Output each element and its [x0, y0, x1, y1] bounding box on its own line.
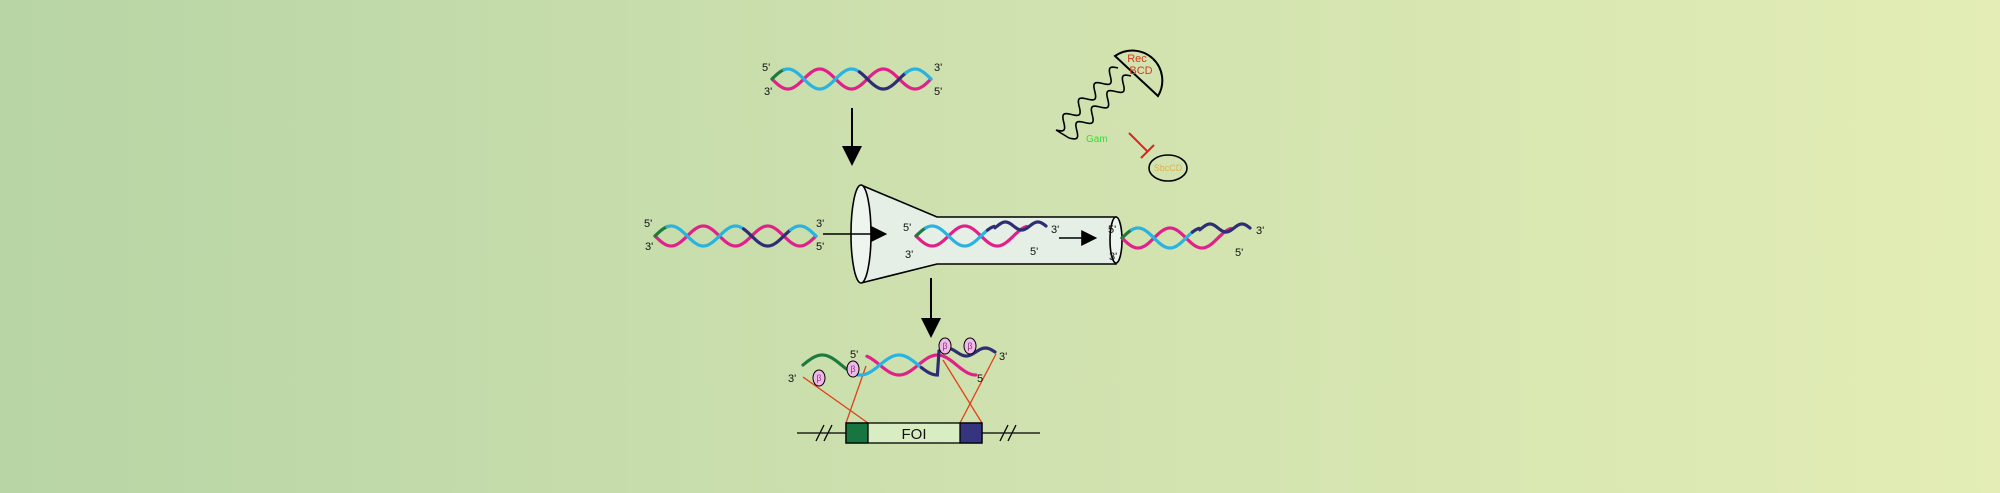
dna-strand [1120, 228, 1134, 240]
gam-tentacles [1055, 66, 1132, 140]
label-3prime: 3' [788, 373, 796, 385]
recbcd-gam-complex: Rec BCD Gam SbcCD [1055, 49, 1188, 182]
dna-strand [904, 67, 933, 81]
dsdna-left [653, 224, 818, 248]
label-5prime: 5' [934, 86, 942, 98]
dna-strand [788, 224, 818, 238]
beta-proteins: β β β β [812, 337, 977, 387]
dna-strand [770, 68, 786, 81]
beta-protein-icon [963, 337, 977, 355]
exonuclease-funnel [850, 184, 1123, 284]
label-3prime: 3' [764, 86, 772, 98]
label-5prime: 5' [1030, 246, 1038, 258]
beta-label: β [967, 341, 972, 351]
crossover-lines [802, 353, 997, 424]
dna-strand [653, 224, 818, 248]
dsdna-top [770, 67, 933, 91]
recbcd-label-1: Rec [1127, 53, 1147, 65]
label-5prime: 5' [903, 222, 911, 234]
label-5prime: 5' [1108, 224, 1116, 236]
recbcd-label-2: BCD [1129, 65, 1152, 77]
inhibition-icon [1128, 132, 1155, 159]
right-homology-arm [959, 422, 983, 444]
dna-strand [653, 225, 669, 238]
dna-strand [1130, 226, 1194, 250]
beta-protein-icon [846, 360, 860, 378]
beta-protein-icon [938, 337, 952, 355]
dna-strand [857, 70, 908, 91]
dna-strand [741, 227, 793, 248]
label-3prime: 3' [999, 351, 1007, 363]
label-5prime: 5 [977, 373, 983, 385]
dna-strand [985, 220, 1048, 232]
sbccd-ellipse [1148, 154, 1188, 182]
dna-strand [914, 224, 1029, 248]
label-3prime: 3' [816, 218, 824, 230]
dna-strand [665, 224, 746, 248]
dna-strand [1120, 226, 1233, 250]
dsdna-being-processed [914, 220, 1048, 248]
sbccd-label: SbcCD [1154, 163, 1183, 173]
dna-strand [1190, 222, 1252, 234]
dna-strand [782, 67, 862, 91]
beta-label: β [816, 373, 821, 383]
label-5prime: 5' [644, 218, 652, 230]
chromosome-locus: FOI [797, 422, 1040, 444]
dna-strand [857, 353, 923, 377]
label-5prime: 5' [850, 349, 858, 361]
recbcd-shape [1113, 49, 1164, 98]
beta-protein-icon [812, 369, 826, 387]
label-5prime: 5' [762, 62, 770, 74]
foi-label: FOI [902, 426, 927, 443]
label-3prime: 3' [905, 249, 913, 261]
dna-strand [914, 226, 928, 238]
label-3prime: 3' [1256, 225, 1264, 237]
label-3prime: 3' [1051, 224, 1059, 236]
left-homology-arm [845, 422, 869, 444]
label-3prime: 3' [934, 62, 942, 74]
beta-label: β [942, 341, 947, 351]
dna-strand [924, 224, 990, 248]
dna-strand [770, 67, 933, 91]
label-5prime: 5' [816, 241, 824, 253]
label-3prime: 3' [1109, 251, 1117, 263]
label-3prime: 3' [645, 241, 653, 253]
dna-strand [865, 353, 978, 377]
beta-label: β [850, 364, 855, 374]
label-5prime: 5' [1235, 247, 1243, 259]
gam-label: Gam [1086, 134, 1108, 145]
dna-strand [919, 346, 997, 377]
ssdna-overhang-product [1120, 222, 1252, 250]
